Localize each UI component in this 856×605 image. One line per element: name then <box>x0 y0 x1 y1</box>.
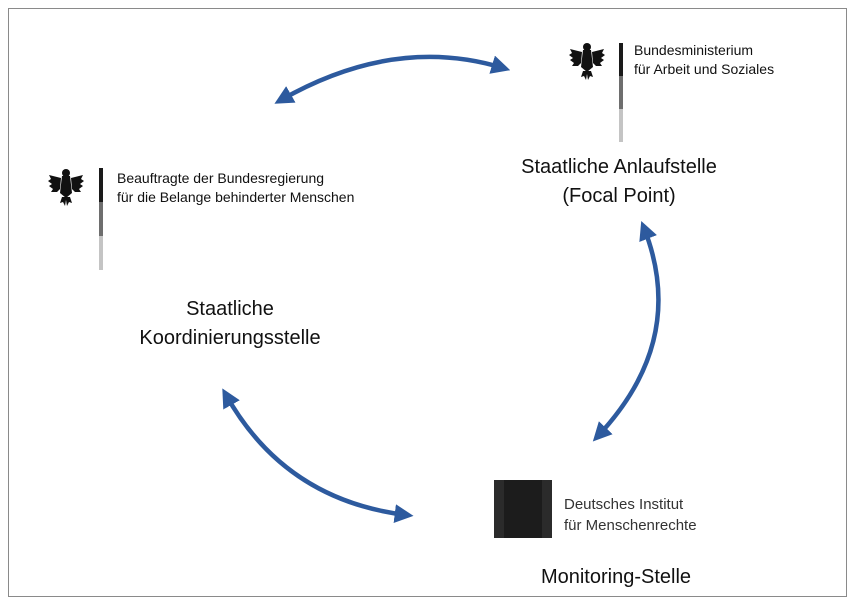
label-line: Monitoring-Stelle <box>540 566 692 588</box>
arrow-monitoring-coordination <box>222 388 414 523</box>
node-label-focal-point: Staatliche Anlaufstelle (Focal Point) <box>488 153 750 211</box>
label-line: Staatliche Anlaufstelle <box>521 156 717 178</box>
label-line: (Focal Point) <box>562 185 676 207</box>
federal-eagle-icon <box>569 43 605 80</box>
org-name-line: Deutsches Institut <box>564 496 684 513</box>
diagram-frame <box>8 8 847 597</box>
label-line: Koordinierungsstelle <box>139 327 321 349</box>
federal-flag-bar <box>619 43 623 142</box>
org-name-dimm: Deutsches Institut für Menschenrechte <box>564 494 697 536</box>
org-name-line: für Menschenrechte <box>564 517 697 534</box>
dimm-logo-icon <box>494 480 552 538</box>
label-line: Staatliche <box>186 298 274 320</box>
org-name-line: Bundesministerium <box>634 42 754 58</box>
org-name-line: für die Belange behinderter Menschen <box>117 189 355 205</box>
federal-eagle-icon <box>48 169 84 206</box>
node-label-coordination: Staatliche Koordinierungsstelle <box>100 295 360 353</box>
arrow-focal-point-monitoring <box>592 220 661 442</box>
node-label-monitoring: Monitoring-Stelle <box>506 563 726 592</box>
org-name-line: für Arbeit und Soziales <box>634 61 775 77</box>
federal-flag-bar <box>99 168 103 270</box>
arrow-coordination-focal-point <box>274 54 511 104</box>
org-name-bmas: Bundesministerium für Arbeit und Soziale… <box>634 41 774 79</box>
org-name-commissioner: Beauftragte der Bundesregierung für die … <box>117 169 354 207</box>
org-name-line: Beauftragte der Bundesregierung <box>117 170 325 186</box>
